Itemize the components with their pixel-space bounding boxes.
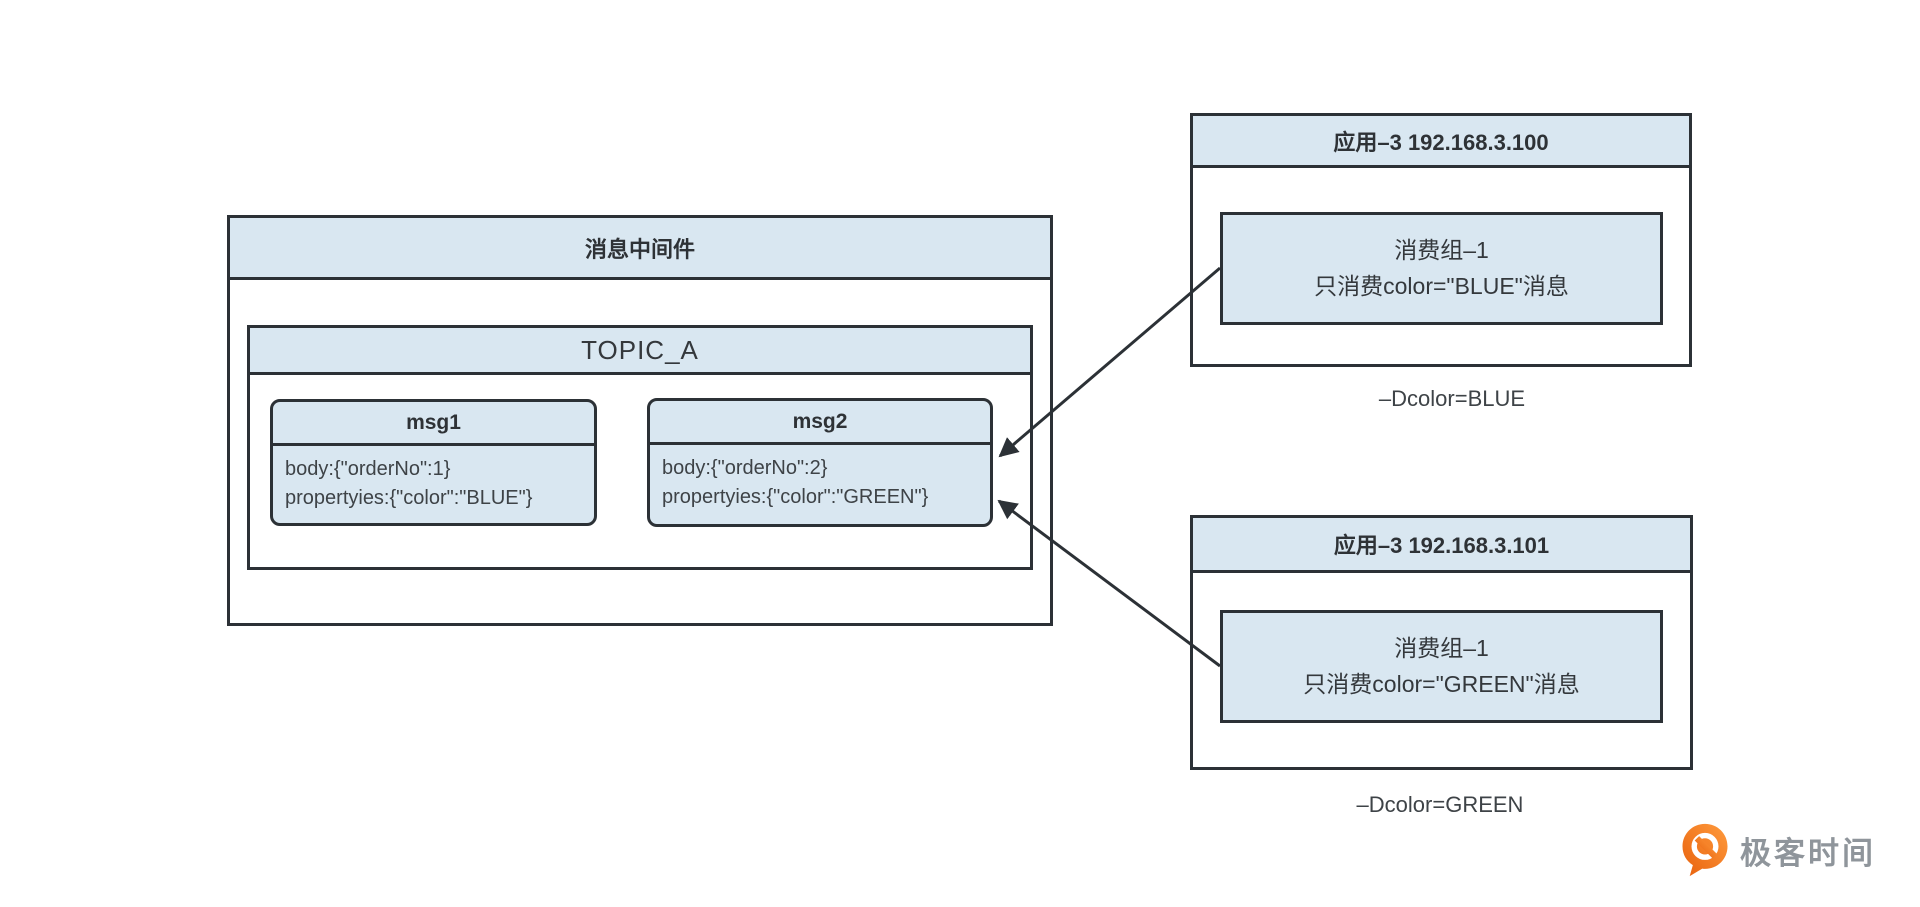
- msg2-title: msg2: [650, 401, 990, 445]
- msg2-body-line: body:{"orderNo":2}: [662, 457, 828, 479]
- geektime-logo: 极客时间: [1678, 822, 1876, 878]
- msg2-body: body:{"orderNo":2} propertyies:{"color":…: [650, 445, 990, 521]
- msg1-body: body:{"orderNo":1} propertyies:{"color":…: [273, 446, 594, 522]
- msg2-properties-line: propertyies:{"color":"GREEN"}: [662, 486, 929, 508]
- geektime-logo-text: 极客时间: [1740, 835, 1876, 871]
- consumer-group-blue: 消费组–1 只消费color="BLUE"消息: [1220, 212, 1663, 325]
- geektime-logo-icon: [1682, 823, 1728, 877]
- topic-title: TOPIC_A: [250, 328, 1030, 375]
- msg1-title: msg1: [273, 402, 594, 446]
- consumer-green-rule: 只消费color="GREEN"消息: [1303, 670, 1580, 697]
- jvm-flag-green: –Dcolor=GREEN: [1356, 792, 1524, 817]
- consumer-blue-rule: 只消费color="BLUE"消息: [1314, 272, 1569, 299]
- message-card-msg1: msg1 body:{"orderNo":1} propertyies:{"co…: [270, 399, 597, 526]
- msg1-properties-line: propertyies:{"color":"BLUE"}: [285, 487, 533, 509]
- app-green-title: 应用–3 192.168.3.101: [1193, 518, 1690, 573]
- middleware-title: 消息中间件: [230, 218, 1050, 280]
- consumer-group-green: 消费组–1 只消费color="GREEN"消息: [1220, 610, 1663, 723]
- message-card-msg2: msg2 body:{"orderNo":2} propertyies:{"co…: [647, 398, 993, 527]
- consumer-green-name: 消费组–1: [1394, 634, 1489, 661]
- msg1-body-line: body:{"orderNo":1}: [285, 458, 451, 480]
- app-blue-title: 应用–3 192.168.3.100: [1193, 116, 1689, 168]
- jvm-flag-blue: –Dcolor=BLUE: [1378, 386, 1526, 411]
- consumer-blue-name: 消费组–1: [1394, 236, 1489, 263]
